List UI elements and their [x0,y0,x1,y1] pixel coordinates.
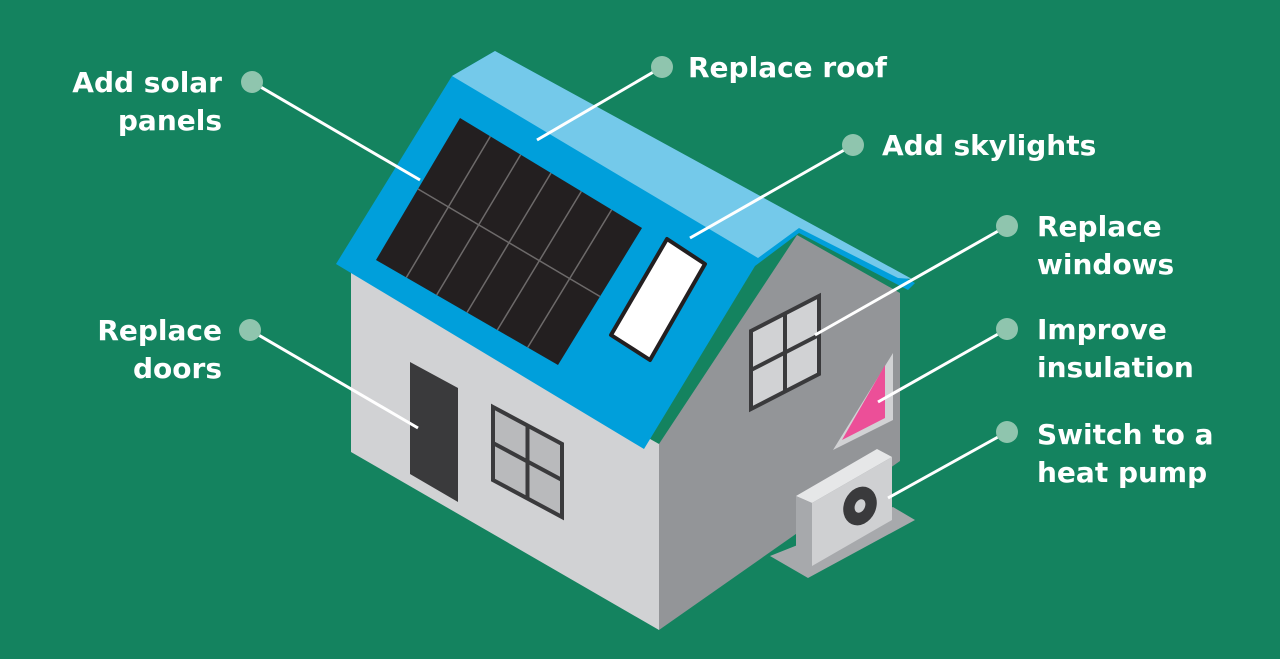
skylight [609,237,707,362]
gable-wall [659,235,900,630]
label-add-solar-panels-line1: Add solar [72,66,222,99]
label-replace-doors-line2: doors [133,352,222,385]
solar-cell-line [436,154,522,296]
label-add-skylights: Add skylights [882,129,1096,162]
label-replace-windows-line2: windows [1037,248,1174,281]
gable-window [749,292,821,413]
roof-ridge [452,51,912,279]
label-improve-insulation-line1: Improve [1037,313,1167,346]
insulation [842,365,885,440]
solar-cell-line [405,135,491,278]
label-replace-windows-line1: Replace [1037,210,1162,243]
label-improve-insulation-line2: insulation [1037,351,1194,384]
label-replace-roof: Replace roof [688,51,888,84]
solar-panel [376,118,642,365]
label-heat-pump-line1: Switch to a [1037,418,1214,451]
heat-pump [770,449,915,578]
label-add-solar-panels-line2: panels [118,104,222,137]
solar-cell-line [466,172,552,313]
leader-lines [239,56,1018,500]
solar-cell-line [527,209,613,348]
label-heat-pump-line2: heat pump [1037,456,1207,489]
solar-cell-line [496,190,582,331]
door [410,362,458,502]
front-window [491,403,564,521]
label-replace-doors-line1: Replace [97,314,222,347]
